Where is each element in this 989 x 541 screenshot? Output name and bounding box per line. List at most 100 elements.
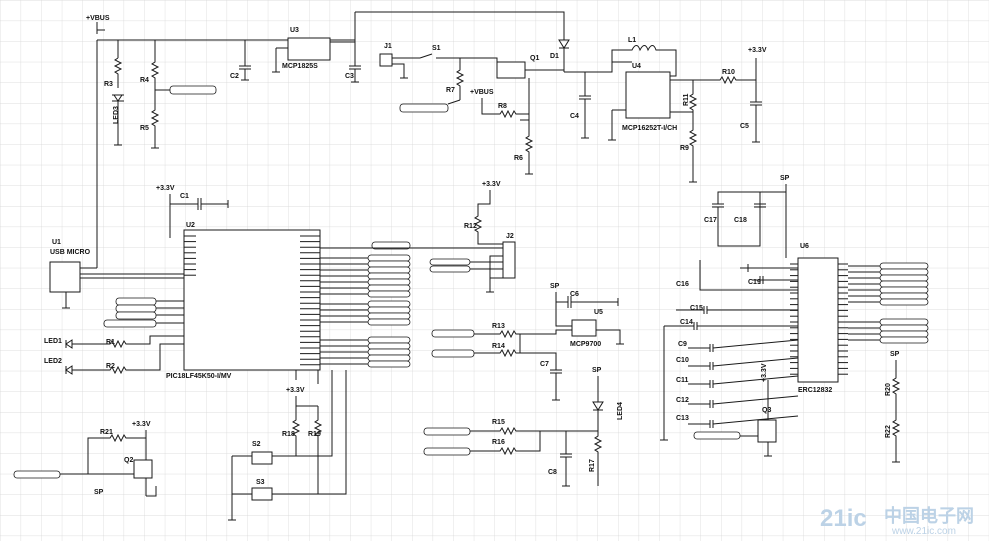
r18-label: R18 <box>282 431 295 438</box>
cap-bank-cap <box>688 339 799 352</box>
cap-bank-cap <box>688 395 799 408</box>
c1-label: C1 <box>180 193 189 200</box>
bus-tag <box>879 280 929 288</box>
c2-label: C2 <box>230 73 239 80</box>
r6-label: R6 <box>514 155 523 162</box>
led1-label: LED1 <box>44 338 62 345</box>
led3-label: LED3 <box>113 106 120 124</box>
bus-tag <box>879 268 929 276</box>
net-tag-batt-sense <box>431 349 475 358</box>
r4-label: R4 <box>140 77 149 84</box>
bus-tag <box>879 330 929 338</box>
bus-tag <box>367 266 411 274</box>
v33-r18-label: +3.3V <box>286 387 305 394</box>
sensor-section: SP C6 U5 MCP9700 R13 R14 C7 SP LED4 R17 … <box>423 283 624 487</box>
c11-label: C11 <box>676 377 689 384</box>
r19-label: R19 <box>308 431 321 438</box>
s2-body <box>251 451 273 465</box>
u6-pin-rows <box>790 263 848 375</box>
power-input-section: +VBUS R3 LED3 R4 R5 C2 U3 MCP1825S C3 D1… <box>80 11 767 269</box>
c4-label: C4 <box>570 113 579 120</box>
c9-label: C9 <box>678 341 687 348</box>
s2-label: S2 <box>252 441 261 448</box>
bus-tag <box>879 286 929 294</box>
sp-q2-label: SP <box>94 489 104 496</box>
net-tag-mode-sense <box>423 447 471 456</box>
j2-label: J2 <box>506 233 514 240</box>
d1-label: D1 <box>550 53 559 60</box>
r1-label: R1 <box>106 339 115 346</box>
led4-label: LED4 <box>617 402 624 420</box>
bus-tag <box>367 260 411 268</box>
sp-r20-label: SP <box>890 351 900 358</box>
c16-label: C16 <box>676 281 689 288</box>
c18-label: C18 <box>734 217 747 224</box>
bus-tag <box>367 354 411 362</box>
watermark-url: www.21ic.com <box>891 526 956 537</box>
bus-tag <box>367 348 411 356</box>
led2-label: LED2 <box>44 358 62 365</box>
vbus-mid-label: +VBUS <box>470 89 494 96</box>
q3-label: Q3 <box>762 407 771 414</box>
bus-tag <box>879 262 929 270</box>
c19-label: C19 <box>748 279 761 286</box>
v33-r10-label: +3.3V <box>748 47 767 54</box>
bus-tag <box>879 292 929 300</box>
u4-name: MCP16252T-I/CH <box>622 125 677 132</box>
r20-label: R20 <box>885 383 892 396</box>
r12-label: R12 <box>464 223 477 230</box>
r17-label: R17 <box>589 459 596 472</box>
u3-name: MCP1825S <box>282 63 318 70</box>
c8-label: C8 <box>548 469 557 476</box>
q2-label: Q2 <box>124 457 133 464</box>
bus-tag <box>879 336 929 344</box>
c10-label: C10 <box>676 357 689 364</box>
u1-name: USB MICRO <box>50 249 91 256</box>
u2-right-bus <box>320 254 411 368</box>
bus-tag <box>367 312 411 320</box>
r15-label: R15 <box>492 419 505 426</box>
v33-c1-label: +3.3V <box>156 185 175 192</box>
bus-tag <box>367 290 411 298</box>
bus-tag <box>367 306 411 314</box>
c13-label: C13 <box>676 415 689 422</box>
bus-tag <box>879 274 929 282</box>
s1-label: S1 <box>432 45 441 52</box>
r13-label: R13 <box>492 323 505 330</box>
q1-body <box>496 61 526 79</box>
r8-label: R8 <box>498 103 507 110</box>
c3-label: C3 <box>345 73 354 80</box>
net-tag-backlight-q3 <box>693 431 741 440</box>
u1-label: U1 <box>52 239 61 246</box>
u1-body <box>49 261 81 293</box>
r2-label: R2 <box>106 363 115 370</box>
j1-body <box>379 53 393 67</box>
c14-label: C14 <box>680 319 693 326</box>
net-tag-batt <box>399 103 449 113</box>
net-tag-pgd <box>429 265 471 273</box>
sp-u5-label: SP <box>550 283 560 290</box>
watermark-main: 21ic <box>820 505 867 532</box>
c17-label: C17 <box>704 217 717 224</box>
r16-label: R16 <box>492 439 505 446</box>
c6-label: C6 <box>570 291 579 298</box>
v33-q3-label: +3.3V <box>761 363 768 382</box>
vbus-label: +VBUS <box>86 15 110 22</box>
r11-label: R11 <box>683 93 690 106</box>
cap-bank-cap <box>688 415 799 428</box>
j2-body <box>502 241 516 279</box>
u6-body <box>797 257 839 383</box>
q2-body <box>133 459 153 479</box>
q1-label: Q1 <box>530 55 539 62</box>
net-tag-temp-sense <box>431 329 475 338</box>
r14-label: R14 <box>492 343 505 350</box>
net-tag-left-4 <box>103 319 157 328</box>
sp-u6-label: SP <box>780 175 790 182</box>
v33-r21-label: +3.3V <box>132 421 151 428</box>
bus-tag <box>367 254 411 262</box>
u3-label: U3 <box>290 27 299 34</box>
watermark-cn: 中国电子网 <box>884 505 974 527</box>
u4-label: U4 <box>632 63 641 70</box>
bus-tag <box>367 318 411 326</box>
